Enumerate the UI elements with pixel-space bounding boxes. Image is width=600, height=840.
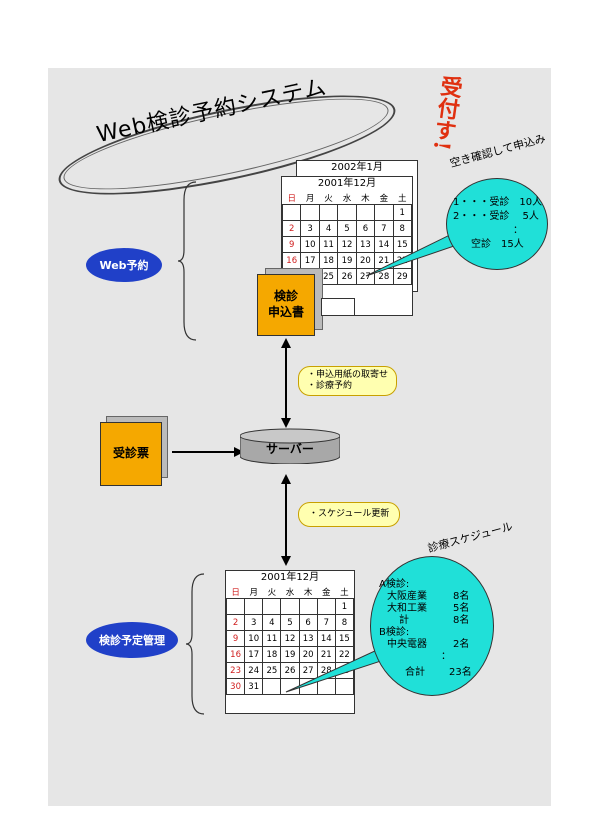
calendar-day: 24 [244,662,264,679]
calendar-day: 4 [318,220,339,237]
weekday-header: 火 [267,587,277,598]
schedule-bubble: A検診: 大阪産業 8名 大和工業 5名 計 8名 B検診: 中央電器 2名 ：… [370,556,494,696]
calendar-day: 23 [225,662,246,679]
weekday-header: 水 [285,587,295,598]
server-label: サーバー [266,442,314,456]
calendar-day [262,678,282,695]
server-cylinder [240,428,340,464]
ticket-doc: 受診票 [100,422,162,486]
calendar-day: 2 [225,614,246,631]
weekday-header: 土 [340,587,349,598]
availability-bubble: 1・・・受診 10人 2・・・受診 5人 ： 空診 15人 [446,178,548,270]
calendar-day: 29 [392,268,413,285]
calendar-day [298,598,318,615]
calendar-day: 1 [392,204,413,221]
arrow-form-server [281,338,291,428]
calendar-day: 5 [337,220,357,237]
calendar-day: 26 [337,268,357,285]
pill-top: ・申込用紙の取寄せ・診療予約 [298,366,398,396]
weekday-header: 土 [398,193,407,204]
calendar-day: 19 [337,252,357,269]
calendar-day: 9 [281,236,302,253]
web-reservation-label: Web予約 [86,248,162,282]
calendar-bottom-title: 2001年12月 [260,572,320,583]
weekday-header: 水 [342,193,352,204]
bubble-pointer-top [365,229,460,277]
calendar-day: 7 [316,614,336,631]
application-form-doc: 検診申込書 [257,274,315,336]
calendar-day: 3 [244,614,264,631]
calendar-day: 18 [262,646,282,663]
calendar-day: 9 [225,630,246,647]
brace-top [178,181,197,341]
calendar-day: 11 [318,236,339,253]
calendar-day [225,598,246,615]
calendar-day: 10 [300,236,320,253]
weekday-header: 木 [303,587,313,598]
calendar-day: 11 [262,630,282,647]
calendar-day [374,204,394,221]
calendar-day [318,204,339,221]
calendar-day: 31 [244,678,264,695]
calendar-day: 15 [334,630,355,647]
calendar-day: 30 [225,678,246,695]
brace-bottom [186,573,205,715]
arrow-server-schedule [281,474,291,566]
calendar-day: 16 [225,646,246,663]
weekday-header: 日 [287,193,296,204]
weekday-header: 日 [231,587,240,598]
calendar-day: 16 [281,252,302,269]
weekday-header: 木 [361,193,370,204]
calendar-day [280,598,300,615]
calendar-day: 12 [337,236,357,253]
pill-bottom: ・スケジュール更新 [298,502,401,527]
weekday-header: 金 [379,193,389,204]
calendar-day: 8 [334,614,355,631]
calendar-day: 17 [244,646,264,663]
weekday-header: 月 [305,193,315,204]
calendar-tail-cells [321,298,355,316]
calendar-day [316,598,336,615]
calendar-day [281,204,302,221]
calendar-day: 4 [262,614,282,631]
calendar-day [337,204,357,221]
schedule-management-label: 検診予定管理 [86,622,178,658]
calendar-day: 10 [244,630,264,647]
weekday-header: 金 [322,587,331,598]
calendar-day: 5 [280,614,300,631]
calendar-day: 1 [334,598,355,615]
arrow-ticket-server [172,447,244,457]
weekday-header: 火 [324,193,333,204]
calendar-day [334,678,355,695]
calendar-day [262,598,282,615]
calendar-day: 3 [300,220,320,237]
calendar-day: 25 [262,662,282,679]
calendar-day: 17 [300,252,320,269]
calendar-day: 18 [318,252,339,269]
calendar-day [244,598,264,615]
calendar-day: 6 [298,614,318,631]
calendar-day [355,204,376,221]
calendar-day: 15 [392,236,413,253]
weekday-header: 月 [249,587,258,598]
calendar-title: 2001年12月 [317,178,377,189]
bubble-pointer-bottom [285,643,390,693]
calendar-day: 2 [281,220,302,237]
calendar-day [300,204,320,221]
